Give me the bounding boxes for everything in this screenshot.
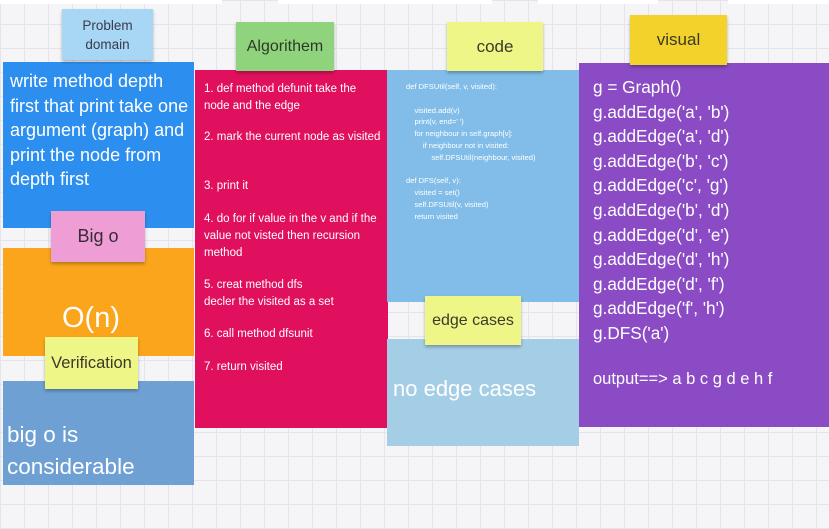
top-edge-strip [728,0,829,4]
problem-domain-card[interactable]: write method depth first that print take… [3,62,194,228]
big-o-sticky-note[interactable]: Big o [51,211,145,262]
algorithm-sticky-note[interactable]: Algorithem [236,22,334,71]
visual-output: output==> a b c g d e h f [593,370,773,388]
visual-line: g.addEdge('b', 'd') [593,200,730,220]
code-card[interactable]: def DFSUtil(self, v, visited): visited.a… [387,70,579,302]
visual-line: g.addEdge('a', 'b') [593,101,730,122]
algorithm-step-5: 5. creat method dfs decler the visited a… [204,279,334,308]
edge-cases-text: no edge cases [393,376,537,401]
verification-text: big o is considerable [7,422,135,479]
edge-cases-card[interactable]: no edge cases [387,339,579,446]
algorithm-step-2: 2. mark the current node as visited [204,131,381,143]
top-edge-strip [538,0,658,4]
visual-line: g.addEdge('d', 'h') [593,249,730,270]
visual-line: g = Graph() [593,77,682,97]
problem-domain-text: write method depth first that print take… [10,71,189,189]
big-o-value: O(n) [62,302,120,334]
verification-sticky-note[interactable]: Verification [45,337,138,389]
visual-sticky-note[interactable]: visual [630,15,727,65]
algorithm-card[interactable]: 1. def method defunit take the node and … [195,70,388,428]
visual-line: g.addEdge('d', 'e') [593,224,730,245]
visual-line: g.addEdge('a', 'd') [593,126,730,147]
visual-line: g.DFS('a') [593,323,670,343]
code-sticky-note[interactable]: code [447,22,543,71]
top-edge-strip [278,0,492,4]
algorithm-step-6: 6. call method dfsunit [204,328,313,340]
code-block: def DFSUtil(self, v, visited): visited.a… [406,82,536,221]
edge-cases-sticky-note[interactable]: edge cases [425,296,521,345]
algorithm-step-3: 3. print it [204,180,249,192]
algorithm-step-1: 1. def method defunit take the node and … [204,83,357,112]
visual-line: g.addEdge('f', 'h') [593,298,725,319]
visual-card[interactable]: g = Graph() g.addEdge('a', 'b') g.addEdg… [579,63,829,427]
visual-line: g.addEdge('c', 'g') [593,175,729,196]
visual-line: g.addEdge('d', 'f') [593,273,725,294]
problem-domain-sticky-note[interactable]: Problem domain [62,9,153,60]
verification-card[interactable]: big o is considerable [3,381,194,485]
visual-line: g.addEdge('b', 'c') [593,150,729,171]
algorithm-step-4: 4. do for if value in the v and if the v… [204,213,377,259]
algorithm-step-7: 7. return visited [204,361,283,373]
top-edge-strip [0,0,222,4]
